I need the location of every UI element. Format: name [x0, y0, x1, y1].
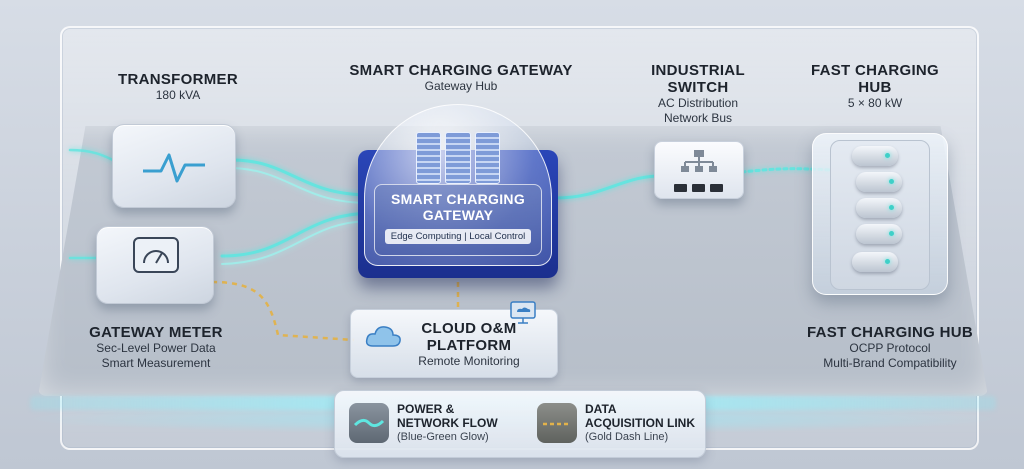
charger-plug-icon: [856, 198, 902, 218]
switch-title-line2: SWITCH: [667, 79, 729, 96]
gauge-icon: [133, 237, 179, 273]
cloud-icon: [365, 326, 401, 347]
flow-meter-to-gateway: [220, 211, 372, 258]
meter-subtitle-line2: Smart Measurement: [101, 356, 211, 370]
charger-plug-icon: [856, 172, 902, 192]
flow-left-edge-top: [68, 148, 120, 164]
transformer-label: TRANSFORMER 180 kVA: [100, 71, 256, 103]
meter-label: GATEWAY METER Sec-Level Power Data Smart…: [76, 324, 236, 371]
switch-subtitle-line2: Network Bus: [663, 111, 733, 125]
cloud-platform-panel: CLOUD O&M PLATFORM Remote Monitoring: [350, 301, 558, 378]
ethernet-port: [674, 184, 687, 192]
hub-top-label: FAST CHARGING HUB 5 × 80 kW: [800, 62, 950, 111]
hub-bottom-title: FAST CHARGING HUB: [807, 324, 973, 341]
hub-bottom-subtitle-line2: Multi-Brand Compatibility: [823, 356, 957, 370]
flow-transformer-to-gateway: [230, 158, 372, 197]
power-flow-legend-title-line2: NETWORK FLOW: [397, 416, 498, 430]
data-link-legend-title-line2: ACQUISITION LINK: [585, 416, 695, 430]
cloud-label: CLOUD O&M PLATFORM Remote Monitoring: [399, 320, 539, 369]
switch-title-line1: INDUSTRIAL: [651, 62, 745, 79]
data-link-meter-to-cloud: [211, 280, 355, 342]
data-link-legend-icon: [537, 403, 577, 443]
gateway-subtitle: Gateway Hub: [424, 79, 498, 93]
flow-meter-to-gateway-2: [221, 220, 371, 265]
ethernet-port: [710, 184, 723, 192]
power-flow-legend-text: POWER & NETWORK FLOW (Blue-Green Glow): [397, 402, 498, 444]
data-link-legend-text: DATA ACQUISITION LINK (Gold Dash Line): [585, 402, 695, 444]
hub-top-title-line2: HUB: [858, 79, 892, 96]
transformer-device: [112, 124, 236, 208]
charger-plug-icon: [852, 252, 898, 272]
gateway-label: SMART CHARGING GATEWAY Gateway Hub: [332, 62, 590, 94]
network-topology-icon: [681, 150, 717, 172]
data-link-legend-title-line1: DATA: [585, 402, 617, 416]
gateway-meter-device: [96, 226, 214, 304]
transformer-title: TRANSFORMER: [118, 71, 238, 88]
monitor-icon: [510, 301, 536, 324]
switch-label: INDUSTRIAL SWITCH AC Distribution Networ…: [620, 62, 776, 126]
power-flow-legend-title-line1: POWER &: [397, 402, 455, 416]
charger-plug-icon: [852, 146, 898, 166]
hub-bottom-label: FAST CHARGING HUB OCPP Protocol Multi-Br…: [800, 324, 980, 371]
power-flow-legend-icon: [349, 403, 389, 443]
switch-subtitle-line1: AC Distribution: [657, 96, 739, 110]
gateway-panel-title-line2: GATEWAY: [422, 207, 494, 223]
power-flow-legend-note: (Blue-Green Glow): [397, 431, 489, 443]
flow-transformer-to-gateway-2: [231, 167, 371, 204]
legend: POWER & NETWORK FLOW (Blue-Green Glow) D…: [334, 390, 706, 458]
cloud-subtitle: Remote Monitoring: [418, 354, 520, 368]
gateway-title: SMART CHARGING GATEWAY: [349, 62, 573, 79]
gateway-panel-chip: Edge Computing | Local Control: [384, 229, 532, 244]
server-rack-icon: [416, 132, 500, 184]
meter-title: GATEWAY METER: [89, 324, 223, 341]
gateway-panel: SMART CHARGING GATEWAY Edge Computing | …: [374, 184, 542, 256]
transformer-rating: 180 kVA: [155, 88, 201, 102]
industrial-switch-device: [654, 141, 744, 199]
meter-subtitle-line1: Sec-Level Power Data: [96, 341, 216, 355]
hub-top-title-line1: FAST CHARGING: [810, 62, 940, 79]
ethernet-port: [692, 184, 705, 192]
lightning-icon: [143, 153, 205, 183]
gateway-panel-title-line1: SMART CHARGING: [390, 191, 526, 207]
hub-top-rating: 5 × 80 kW: [847, 96, 903, 110]
cloud-title-line1: CLOUD O&M: [421, 320, 517, 337]
charger-plug-icon: [856, 224, 902, 244]
hub-bottom-subtitle-line1: OCPP Protocol: [849, 341, 931, 355]
data-link-legend-note: (Gold Dash Line): [585, 431, 669, 443]
cloud-title-line2: PLATFORM: [426, 337, 512, 354]
flow-gateway-to-switch: [554, 174, 658, 200]
